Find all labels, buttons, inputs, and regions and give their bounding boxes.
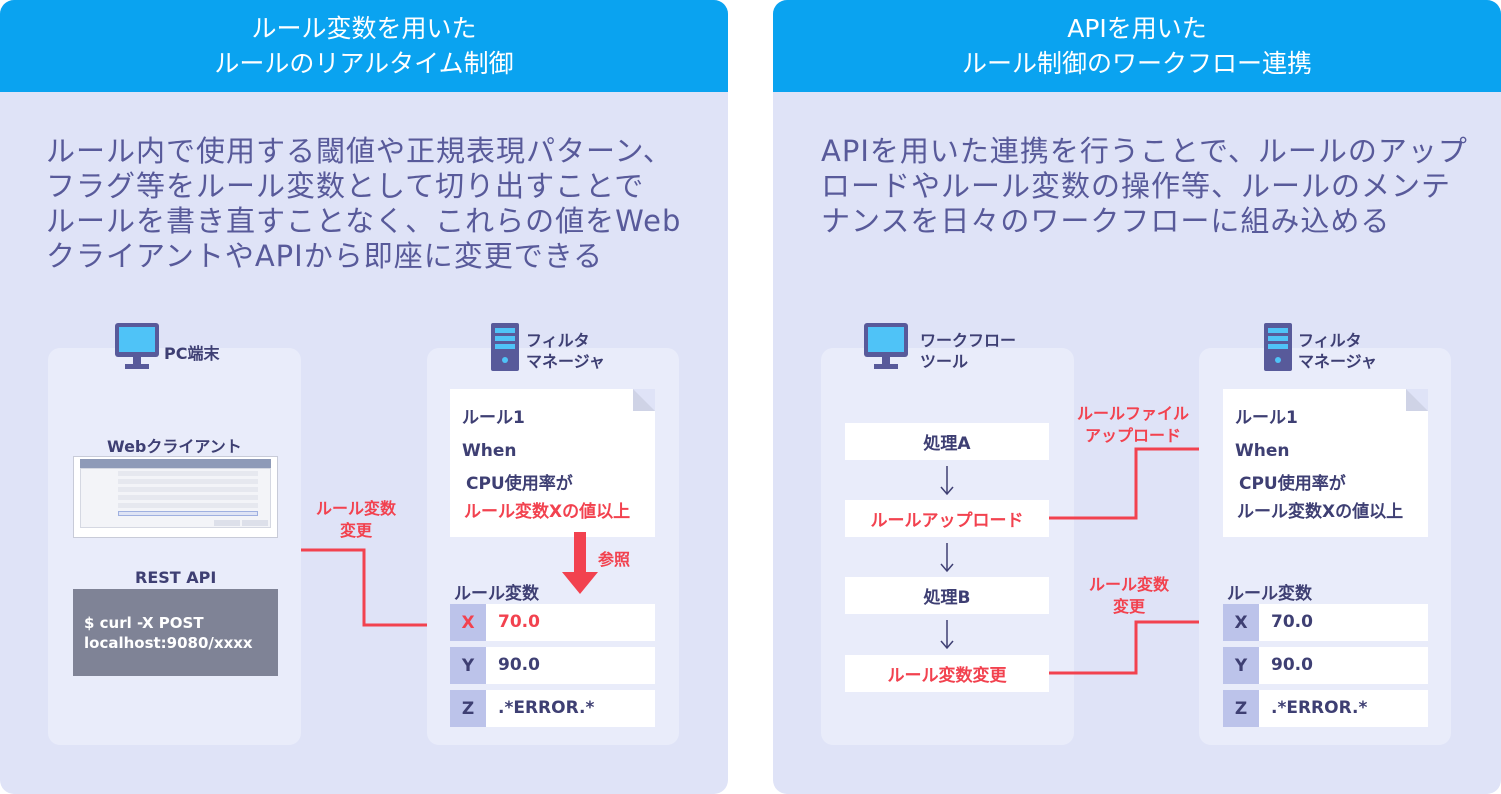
variable-value: 90.0 (498, 655, 540, 675)
right-panel: APIを用いた ルール制御のワークフロー連携 APIを用いた連携を行うことで、ル… (773, 0, 1501, 794)
variable-value: 90.0 (1271, 655, 1313, 675)
filter-manager-label-line: マネージャ (526, 352, 605, 371)
monitor-icon (864, 323, 908, 369)
pc-box (48, 348, 301, 745)
left-panel: ルール変数を用いた ルールのリアルタイム制御 ルール内で使用する閾値や正規表現パ… (0, 0, 728, 794)
rule-upload-label-line: アップロード (1085, 426, 1182, 445)
variables-title: ルール変数 (454, 584, 539, 604)
right-title-line2: ルール制御のワークフロー連携 (961, 49, 1312, 78)
filter-manager-label: フィルタ マネージャ (1298, 330, 1377, 372)
web-client-label: Webクライアント (107, 437, 242, 456)
left-lead-line: フラグ等をルール変数として切り出すことで (46, 169, 645, 203)
down-arrow-icon (940, 620, 954, 650)
server-icon (1264, 323, 1292, 371)
filter-manager-label-line: フィルタ (1298, 331, 1362, 350)
variable-name: Z (450, 690, 486, 727)
workflow-step: 処理A (845, 423, 1049, 460)
rule-name: ルール1 (1235, 408, 1298, 428)
left-lead-text: ルール内で使用する閾値や正規表現パターン、 フラグ等をルール変数として切り出すこ… (46, 134, 706, 274)
variable-name: Y (1223, 647, 1259, 684)
rule-condition-variable: ルール変数Xの値以上 (464, 502, 631, 522)
pc-label: PC端末 (164, 344, 220, 363)
rule-document: ルール1 When CPU使用率が ルール変数Xの値以上 (1223, 389, 1428, 537)
curl-line: $ curl -X POST (84, 614, 204, 632)
web-client-screenshot (73, 456, 278, 538)
workflow-tool-label: ワークフロー ツール (920, 330, 1016, 372)
variable-change-label-line: 変更 (340, 521, 373, 540)
reference-label: 参照 (598, 550, 631, 569)
variable-row-y: Y 90.0 (1223, 647, 1428, 684)
workflow-tool-label-line: ワークフロー (920, 331, 1017, 350)
right-lead-line: APIを用いた連携を行うことで、ルールのアップ (821, 134, 1468, 168)
variable-row-x: X 70.0 (450, 604, 655, 641)
monitor-icon (115, 323, 159, 369)
left-lead-line: クライアントやAPIから即座に変更できる (46, 239, 604, 273)
variable-name: X (450, 604, 486, 641)
variable-value: 70.0 (498, 612, 540, 632)
reference-arrow (562, 532, 598, 594)
variable-change-label-line: ルール変数 (1089, 575, 1170, 594)
variable-change-label-line: 変更 (1113, 597, 1146, 616)
left-title-line2: ルールのリアルタイム制御 (214, 49, 514, 78)
rule-when: When (1235, 441, 1290, 461)
left-title-line1: ルール変数を用いた (251, 14, 477, 43)
workflow-step: 処理B (845, 577, 1049, 614)
workflow-step-variable-change: ルール変数変更 (845, 655, 1049, 692)
variable-value: .*ERROR.* (498, 698, 595, 718)
variables-title: ルール変数 (1227, 584, 1312, 604)
variable-value: 70.0 (1271, 612, 1313, 632)
down-arrow-icon (940, 466, 954, 496)
variable-name: X (1223, 604, 1259, 641)
filter-manager-label-line: マネージャ (1298, 352, 1377, 371)
variable-row-x: X 70.0 (1223, 604, 1428, 641)
server-icon (491, 323, 519, 371)
right-title-line1: APIを用いた (1067, 14, 1207, 43)
left-panel-header: ルール変数を用いた ルールのリアルタイム制御 (0, 0, 728, 92)
workflow-tool-label-line: ツール (920, 352, 969, 371)
down-arrow-icon (940, 543, 954, 573)
curl-line: localhost:9080/xxxx (84, 634, 253, 652)
variable-name: Y (450, 647, 486, 684)
workflow-step-upload: ルールアップロード (845, 500, 1049, 537)
rule-document: ルール1 When CPU使用率が ルール変数Xの値以上 (450, 389, 655, 537)
variable-row-z: Z .*ERROR.* (1223, 690, 1428, 727)
rule-upload-label-line: ルールファイル (1077, 404, 1190, 423)
rule-condition: CPU使用率が (466, 474, 573, 494)
rule-upload-label: ルールファイル アップロード (1077, 403, 1189, 447)
filter-manager-label: フィルタ マネージャ (526, 330, 605, 372)
rule-name: ルール1 (462, 408, 525, 428)
page-fold-icon (1406, 389, 1428, 411)
curl-terminal: $ curl -X POST localhost:9080/xxxx (73, 589, 278, 676)
variable-row-y: Y 90.0 (450, 647, 655, 684)
filter-manager-label-line: フィルタ (526, 331, 590, 350)
rule-when: When (462, 441, 517, 461)
right-lead-text: APIを用いた連携を行うことで、ルールのアップ ロードやルール変数の操作等、ルー… (821, 134, 1481, 239)
variable-name: Z (1223, 690, 1259, 727)
variable-change-label: ルール変数 変更 (316, 498, 396, 542)
rest-api-label: REST API (135, 568, 217, 587)
variable-change-label-line: ルール変数 (316, 499, 397, 518)
rule-condition-variable: ルール変数Xの値以上 (1237, 502, 1404, 522)
left-lead-line: ルール内で使用する閾値や正規表現パターン、 (46, 134, 673, 168)
variable-change-label: ルール変数 変更 (1089, 574, 1169, 618)
rule-condition: CPU使用率が (1239, 474, 1346, 494)
page-fold-icon (633, 389, 655, 411)
variable-row-z: Z .*ERROR.* (450, 690, 655, 727)
left-lead-line: ルールを書き直すことなく、これらの値をWeb (46, 204, 682, 238)
workflow-tool-box: 処理A ルールアップロード 処理B ルール変数変更 (821, 348, 1074, 745)
right-panel-header: APIを用いた ルール制御のワークフロー連携 (773, 0, 1501, 92)
right-lead-line: ロードやルール変数の操作等、ルールのメンテ (821, 169, 1452, 203)
right-lead-line: ナンスを日々のワークフローに組み込める (821, 204, 1391, 238)
variable-value: .*ERROR.* (1271, 698, 1368, 718)
